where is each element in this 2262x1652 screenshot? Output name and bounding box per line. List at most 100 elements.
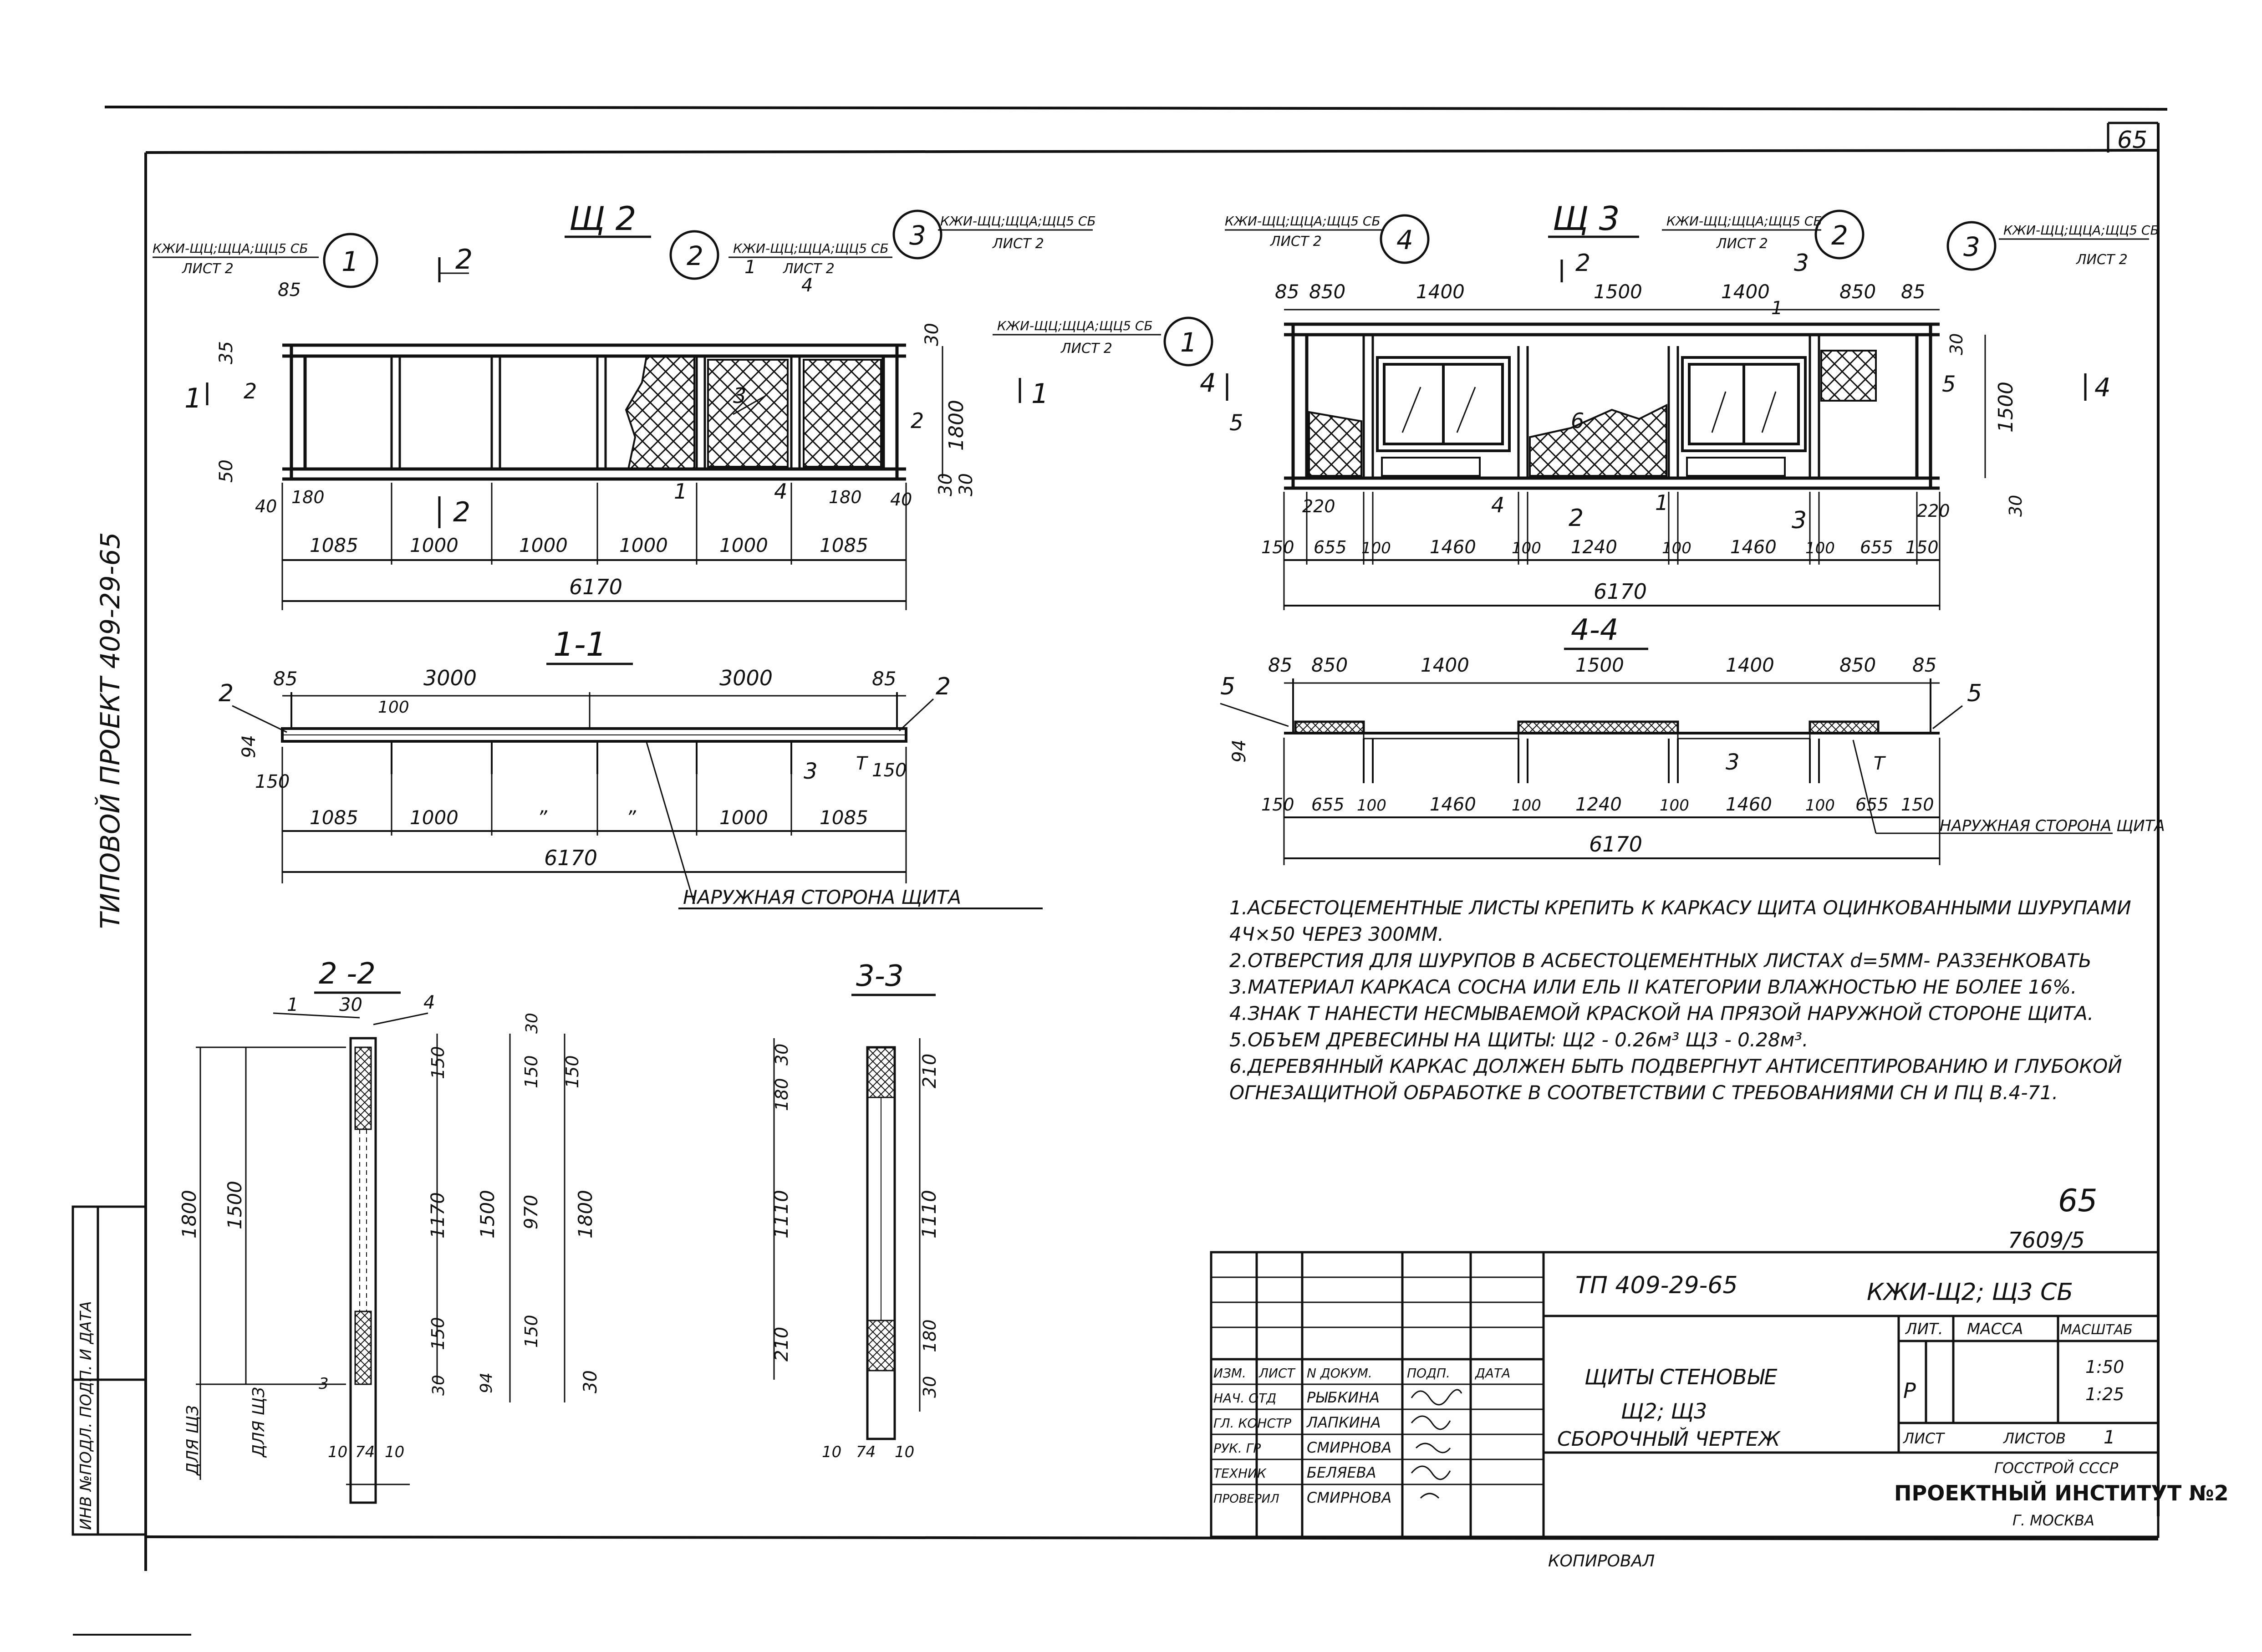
sec11-dim-ditto2: ” — [626, 806, 637, 829]
sec11-dim-1000b: 1000 — [719, 806, 768, 829]
sec22-dim-1800: 1800 — [178, 1190, 200, 1239]
tb-name-3: СМИРНОВА — [1307, 1439, 1391, 1456]
tb-col-podp: ПОДП. — [1407, 1366, 1450, 1381]
sec11-part-2-left: 2 — [219, 680, 234, 707]
sch2-part-1-bottom: 1 — [674, 479, 687, 504]
tb-signatures — [1411, 1389, 1462, 1499]
sec33-dim-210l: 210 — [771, 1327, 792, 1361]
section-2-2: 2 -2 1 30 4 1800 1500 ДЛЯ ЩЗ ДЛЯ ЩЗ 3 15… — [178, 957, 601, 1504]
archive-number: 7609/5 — [2008, 1228, 2085, 1253]
sch2-dim-1000d: 1000 — [719, 534, 768, 556]
sec33-bottom-74: 74 — [856, 1443, 876, 1461]
sec33-dim-30r: 30 — [920, 1376, 940, 1398]
sch3-dim-1500: 1500 — [1594, 280, 1642, 303]
copied-by: КОПИРОВАЛ — [1548, 1552, 1655, 1570]
sec22-dim-r150: 150 — [521, 1055, 541, 1088]
tb-role-1: НАЧ. ОТД — [1213, 1391, 1276, 1406]
sch3-dim-b1460b: 1460 — [1730, 537, 1777, 558]
tb-code: КЖИ-Щ2; Щ3 СБ — [1867, 1279, 2073, 1306]
sec22-note-2: ДЛЯ ЩЗ — [250, 1387, 268, 1458]
sec11-dim-1000a: 1000 — [410, 806, 459, 829]
sec44-dim-b1240: 1240 — [1575, 794, 1622, 815]
sch3-section-3-top: 3 — [1794, 250, 1809, 277]
sch3-dim-850a: 850 — [1309, 280, 1345, 303]
sch3-balloon-3: 3 — [1963, 231, 1980, 262]
sch3-balloon-4: 4 — [1396, 224, 1413, 255]
sch3-dim-b100d: 100 — [1805, 539, 1835, 557]
sch2-dim-1000b: 1000 — [519, 534, 568, 556]
sch3-section-4-right: 4 — [2094, 373, 2111, 403]
sch3-dim-85b: 85 — [1901, 280, 1925, 303]
note-2: 2.ОТВЕРСТИЯ ДЛЯ ШУРУПОВ В АСБЕСТОЦЕМЕНТН… — [1229, 949, 2092, 972]
sec44-dim-b150a: 150 — [1261, 795, 1294, 815]
sch2-balloon-2: 2 — [687, 240, 703, 271]
sec22-dim-r970: 970 — [521, 1195, 542, 1229]
sch2-dim-50: 50 — [216, 459, 237, 483]
sch3-part-4: 4 — [1491, 493, 1504, 517]
tb-name-2: ЛАПКИНА — [1306, 1414, 1381, 1431]
sec44-part-5-left: 5 — [1220, 673, 1235, 700]
sec22-dim-150b: 150 — [428, 1317, 448, 1350]
sch3-ref-left: КЖИ-ЩЦ;ЩЦА;ЩЦ5 СБ — [1225, 214, 1381, 229]
sch2-dim-1085b: 1085 — [820, 534, 868, 556]
sec44-dim-b100b: 100 — [1512, 796, 1541, 815]
sec11-dim-100: 100 — [378, 698, 409, 717]
note-4: 4.ЗНАК T НАНЕСТИ НЕСМЫВАЕМОЙ КРАСКОЙ НА … — [1229, 1002, 2094, 1025]
side-stamp-project: ТИПОВОЙ ПРОЕКТ 409-29-65 — [94, 532, 126, 929]
sch3-ref-mid-sheet: ЛИСТ 2 — [1716, 236, 1768, 252]
sch2-dim-180b: 180 — [829, 487, 862, 507]
sch2-part-2-left: 2 — [244, 379, 257, 403]
sch2-ref-right: КЖИ-ЩЦ;ЩЦА;ЩЦ5 СБ — [940, 214, 1096, 229]
sch3-section-4-left: 4 — [1200, 368, 1216, 398]
sch3-section-2-bottom: 2 — [1569, 505, 1584, 532]
section-4-4: 4-4 85 850 1400 1500 1400 850 85 5 5 3 T… — [1220, 613, 2165, 865]
tb-title-1: ЩИТЫ СТЕНОВЫЕ — [1584, 1365, 1777, 1389]
sec44-dim-b1460a: 1460 — [1430, 794, 1476, 815]
sch3-dim-b150b: 150 — [1905, 537, 1939, 557]
sch3-dim-b150a: 150 — [1261, 537, 1294, 557]
sec33-dim-180r: 180 — [920, 1319, 940, 1352]
sch3-ref-left-sheet: ЛИСТ 2 — [1270, 234, 1322, 250]
sec44-title: 4-4 — [1571, 613, 1619, 647]
sch3-part-1: 1 — [1655, 490, 1668, 515]
sec11-dim-1085a: 1085 — [310, 806, 358, 829]
sch2-dim-30a: 30 — [922, 323, 942, 346]
sch2-dim-1800: 1800 — [945, 400, 968, 451]
tb-col-date: ДАТА — [1474, 1366, 1510, 1381]
sec33-dim-1110r: 1110 — [918, 1190, 940, 1239]
sec44-dim-850b: 850 — [1839, 654, 1876, 676]
tb-name-4: БЕЛЯЕВА — [1307, 1464, 1376, 1481]
sch2-balloon-3: 3 — [909, 220, 926, 251]
tb-title-3: СБОРОЧНЫЙ ЧЕРТЕЖ — [1557, 1427, 1781, 1451]
sch2-part-4-bottom: 4 — [774, 479, 787, 504]
tb-title-2: Щ2; Щ3 — [1621, 1399, 1707, 1423]
sec22-dim-1500: 1500 — [224, 1181, 246, 1229]
sch2-dim-30c: 30 — [956, 473, 977, 496]
sec22-note-3: 3 — [319, 1375, 329, 1393]
sch3-dim-30-bottom: 30 — [2006, 495, 2026, 517]
sec44-dim-b150b: 150 — [1901, 795, 1934, 815]
sch2-dim-85: 85 — [278, 280, 301, 301]
general-notes: 1.АСБЕСТОЦЕМЕНТНЫЕ ЛИСТЫ КРЕПИТЬ К КАРКА… — [1229, 895, 2140, 1106]
sec44-dim-94: 94 — [1229, 739, 1250, 763]
sec44-dim-b1460b: 1460 — [1726, 794, 1772, 815]
sch3-dim-850b: 850 — [1839, 280, 1876, 303]
sch2-section-1-left: 1 — [184, 382, 202, 414]
tb-col-izm: ИЗМ. — [1213, 1366, 1246, 1381]
sec22-dim-r1800: 1800 — [574, 1190, 596, 1239]
sch3-section-3-bottom: 3 — [1792, 507, 1807, 534]
tb-sheets-count: 1 — [2104, 1427, 2115, 1448]
sch3-ref-right: КЖИ-ЩЦ;ЩЦА;ЩЦ5 СБ — [2003, 223, 2159, 238]
sheet-frame — [73, 106, 2168, 1636]
sec33-bottom-10b: 10 — [895, 1443, 914, 1461]
sch3-dim-b100a: 100 — [1361, 539, 1391, 557]
sec33-dim-210r: 210 — [919, 1054, 940, 1088]
sch3-dim-85a: 85 — [1275, 280, 1299, 303]
sec11-title: 1-1 — [553, 625, 607, 663]
sec33-title: 3-3 — [856, 959, 904, 993]
tb-org-2: ПРОЕКТНЫЙ ИНСТИТУТ №2 — [1894, 1481, 2229, 1505]
tb-org-3: Г. МОСКВА — [2012, 1512, 2094, 1529]
sch2-part-1-top: 1 — [744, 257, 756, 278]
sch3-dim-b655a: 655 — [1314, 537, 1347, 557]
tb-sheets-label: ЛИСТОВ — [2003, 1430, 2066, 1447]
